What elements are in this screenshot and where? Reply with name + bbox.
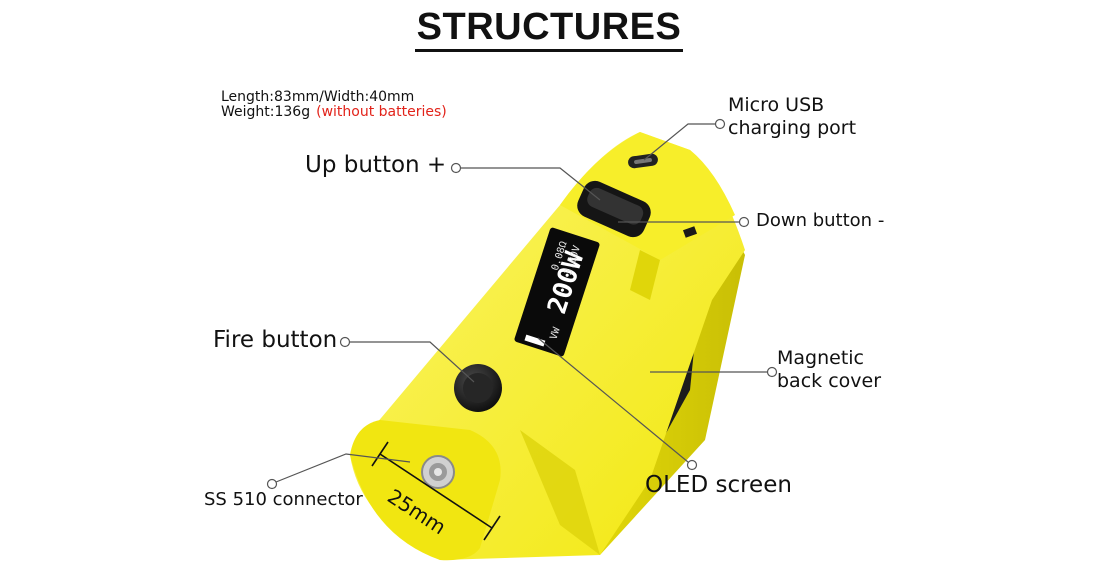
label-magnetic-1: Magnetic (777, 347, 864, 369)
ss510-connector (422, 456, 454, 488)
label-connector: SS 510 connector (204, 489, 363, 510)
label-micro-usb-2: charging port (728, 117, 856, 139)
label-down-button: Down button - (756, 210, 884, 231)
label-fire-button: Fire button (213, 327, 337, 353)
label-up-button: Up button + (305, 152, 446, 178)
label-micro-usb-1: Micro USB (728, 94, 824, 116)
label-magnetic-2: back cover (777, 370, 881, 392)
bottom-face (350, 420, 501, 560)
label-oled-screen: OLED screen (645, 472, 792, 498)
